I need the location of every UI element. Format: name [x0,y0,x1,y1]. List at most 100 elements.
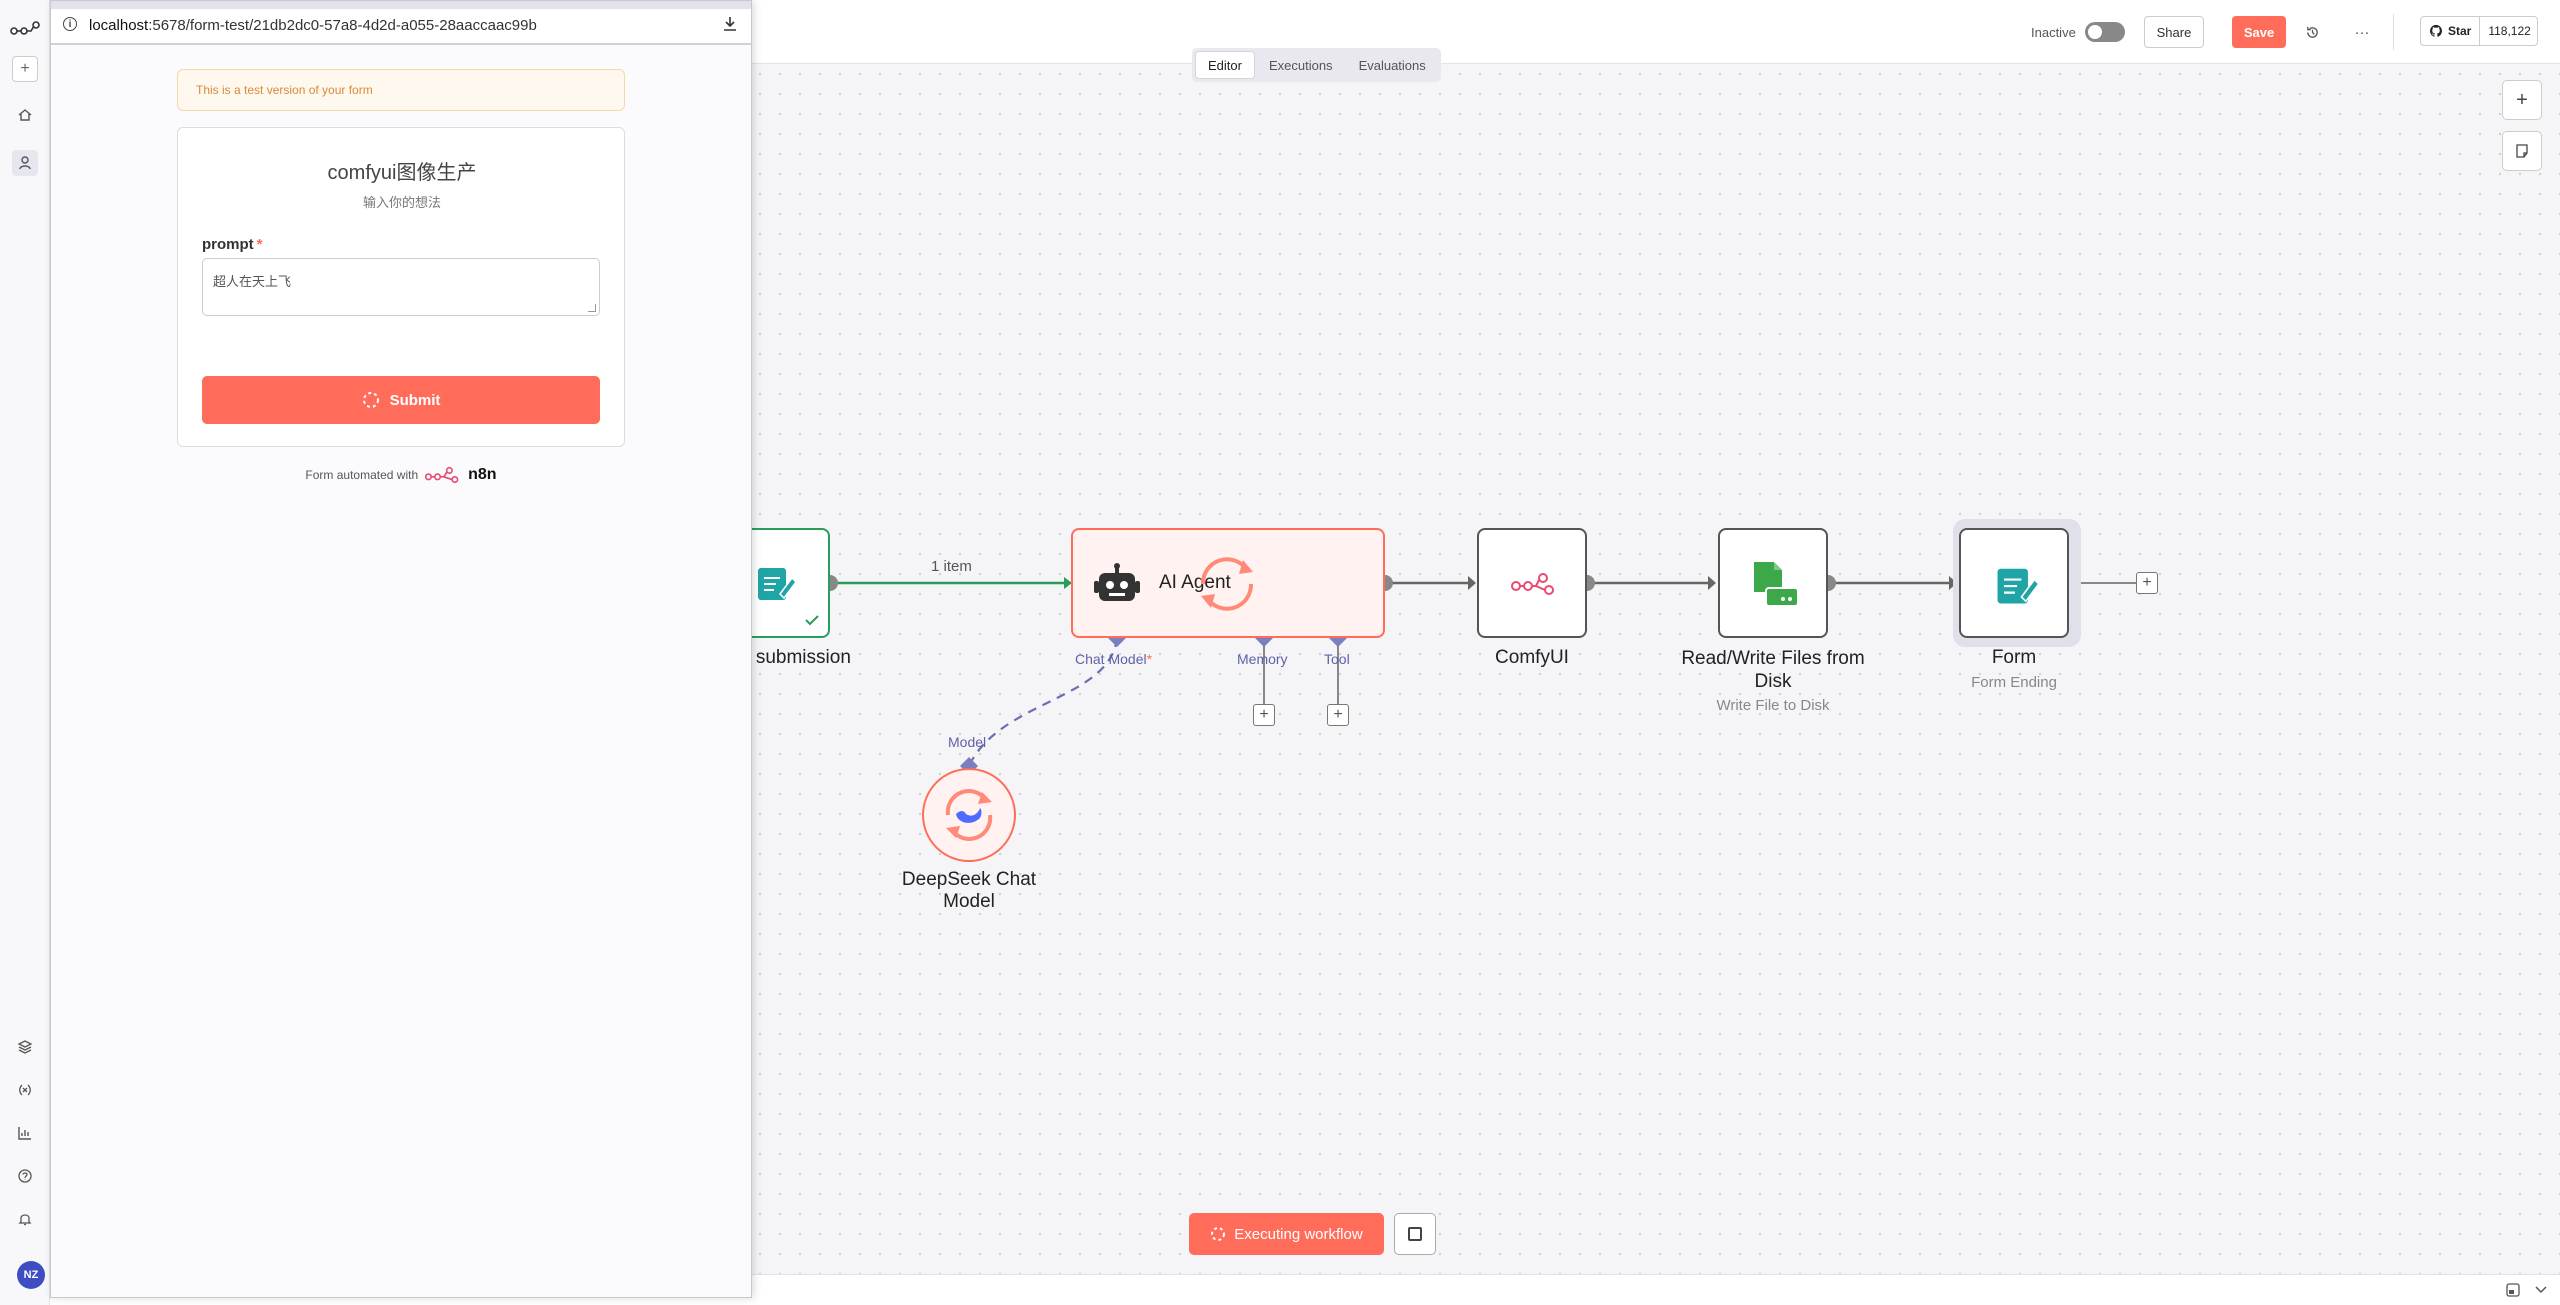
collapse-panel-icon[interactable] [2534,1283,2548,1297]
connection-label: 1 item [931,558,972,575]
node-ai-agent[interactable]: AI Agent [1071,528,1385,638]
url-path: :5678/form-test/21db2dc0-57a8-4d2d-a055-… [148,17,537,34]
n8n-workflow-icon [1511,573,1554,595]
submit-button[interactable]: Submit [202,376,600,424]
add-tool-button[interactable]: + [1327,704,1349,726]
stop-execution-button[interactable] [1394,1213,1436,1255]
prompt-textarea[interactable]: 超人在天上飞 [202,258,600,316]
test-version-notice: This is a test version of your form [177,69,625,111]
stop-icon [1408,1227,1422,1241]
footer-brand: n8n [468,466,497,483]
port-label-model: Model [948,734,987,750]
avatar[interactable]: NZ [17,1261,45,1289]
panel-toggle-icon[interactable] [2506,1283,2520,1297]
spinner-icon [1211,1227,1226,1241]
form-title: comfyui图像生产 [327,162,477,184]
connection-arrow [1468,576,1476,590]
url-bar: i localhost:5678/form-test/21db2dc0-57a8… [51,1,751,45]
port-label-chat-model: Chat Model* [1075,651,1152,667]
connection-model-dashed [968,637,1119,767]
node-title-readwrite-line1: Read/Write Files from [1681,648,1865,669]
node-title-trigger: n submission [740,647,851,668]
submit-label: Submit [389,391,441,409]
notifications-icon[interactable] [12,1206,38,1232]
prompt-label: prompt* [202,236,263,253]
node-subtitle-readwrite: Write File to Disk [1716,697,1830,714]
node-title-readwrite-line2: Disk [1754,671,1792,692]
add-next-node-button[interactable]: + [2136,572,2158,594]
prompt-label-text: prompt [202,236,254,253]
add-node-button[interactable]: + [2502,80,2542,120]
window-title-strip [51,1,751,9]
port-label-chat-model-text: Chat Model [1075,651,1147,667]
resize-handle-icon[interactable] [588,304,596,312]
save-button[interactable]: Save [2232,16,2286,48]
home-icon[interactable] [12,102,38,128]
history-icon[interactable] [2302,22,2322,42]
left-sidebar: + NZ [0,0,50,1305]
sticky-note-icon [2516,144,2528,158]
node-title-deepseek-line2: Model [943,891,995,912]
success-check-icon [805,615,819,626]
help-icon[interactable] [12,1163,38,1189]
deepseek-whale-icon [945,789,993,841]
port-label-memory: Memory [1237,651,1288,667]
url-text[interactable]: localhost:5678/form-test/21db2dc0-57a8-4… [89,17,537,34]
port-label-tool: Tool [1324,651,1350,667]
divider [2393,14,2394,50]
node-form-trigger[interactable] [740,528,830,638]
node-title-agent: AI Agent [1159,572,1231,593]
download-icon[interactable] [721,15,739,33]
form-card: comfyui图像生产 输入你的想法 prompt* 超人在天上飞 Submit [177,127,625,447]
footer-text: Form automated with [305,468,419,482]
github-icon [2429,24,2443,37]
github-star-label: Star [2448,24,2472,38]
node-title-form: Form [1991,647,2037,668]
node-form-ending[interactable] [1959,528,2069,638]
tab-executions[interactable]: Executions [1268,57,1333,73]
variables-icon[interactable] [12,1077,38,1103]
site-info-icon[interactable]: i [63,17,77,31]
view-tabs: Editor Executions Evaluations [1192,48,1441,82]
more-options-icon[interactable]: ··· [2354,23,2370,41]
github-star-count: 118,122 [2488,24,2531,38]
executing-workflow-button[interactable]: Executing workflow [1189,1213,1384,1255]
form-footer: Form automated with n8n [177,465,625,485]
executing-workflow-label: Executing workflow [1234,1225,1363,1243]
node-subtitle-form: Form Ending [1971,674,2057,691]
file-disk-icon [1754,562,1799,607]
required-marker: * [1146,651,1153,667]
active-toggle[interactable] [2085,22,2125,42]
user-icon[interactable] [12,150,38,176]
n8n-logo-icon[interactable] [10,18,50,40]
insights-icon[interactable] [12,1120,38,1146]
tab-evaluations[interactable]: Evaluations [1358,57,1426,73]
templates-icon[interactable] [12,1034,38,1060]
node-title-deepseek-line1: DeepSeek Chat [901,869,1037,890]
robot-icon [1094,563,1140,601]
node-title-comfyui: ComfyUI [1495,647,1569,668]
form-icon [758,568,797,600]
share-button[interactable]: Share [2144,16,2204,48]
node-comfyui[interactable] [1477,528,1587,638]
connection-arrow [1064,577,1072,589]
required-marker: * [256,236,263,253]
form-description: 输入你的想法 [362,195,441,210]
tab-editor[interactable]: Editor [1195,51,1255,79]
spinner-icon [362,392,379,408]
url-host: localhost [89,17,149,34]
executing-spinner-icon [1200,557,1254,611]
add-icon[interactable]: + [12,56,38,82]
node-deepseek[interactable] [922,768,1016,862]
prompt-value: 超人在天上飞 [213,274,292,289]
status-label: Inactive [2031,25,2076,40]
add-memory-button[interactable]: + [1253,704,1275,726]
node-read-write-files[interactable] [1718,528,1828,638]
connection-arrow [1708,576,1716,590]
form-icon [1997,568,2040,604]
github-star-button[interactable]: Star 118,122 [2420,16,2538,46]
sticky-note-button[interactable] [2502,131,2542,171]
n8n-logo-icon[interactable] [424,465,462,485]
